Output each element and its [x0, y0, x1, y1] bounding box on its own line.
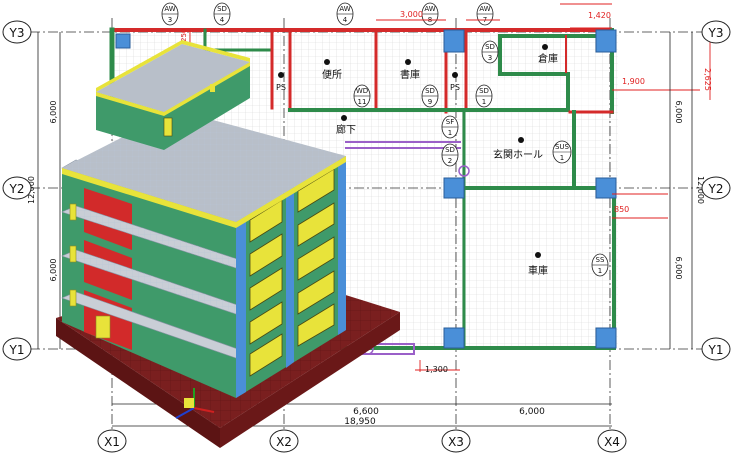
dim-total-y-right: 12,000 [696, 176, 705, 204]
door-tag: AW 3 [161, 2, 179, 26]
grid-bubbles-y: Y3 Y2 Y1 Y3 Y2 Y1 [2, 20, 731, 361]
svg-text:AW: AW [339, 5, 350, 13]
svg-text:9: 9 [428, 98, 432, 106]
svg-text:11: 11 [358, 98, 367, 106]
penthouse-parapet [164, 62, 250, 116]
svg-text:WD: WD [356, 87, 368, 95]
svg-text:SD: SD [217, 5, 227, 13]
room-label: 倉庫 [538, 52, 558, 65]
grid-label-y: Y1 [9, 343, 25, 357]
grid-bubbles-x: X1 X2 X3 X4 [97, 429, 627, 453]
axis-gizmo-icon [175, 388, 215, 419]
door-tag: SD 3 [481, 40, 499, 64]
grid-label-x: X1 [104, 435, 120, 449]
door-tag: AW 4 [336, 2, 354, 26]
balcony-slab-grid [62, 206, 246, 314]
foundation-side-right [220, 312, 400, 448]
dim-total-y-left: 12,000 [27, 176, 36, 204]
room-labels: 便所 書庫 倉庫 廊下 玄関ホール 車庫 PS PS [276, 44, 558, 277]
grid-label-x: X4 [604, 435, 620, 449]
svg-text:AW: AW [479, 5, 490, 13]
svg-text:SF: SF [446, 118, 454, 126]
svg-text:1,900: 1,900 [622, 77, 645, 86]
door-tag: SUS 1 [552, 140, 572, 164]
door-tag: WD 11 [353, 84, 371, 108]
svg-text:AW: AW [164, 5, 175, 13]
grid-label-y: Y3 [9, 26, 25, 40]
door-tags: AW 3 SD 4 AW 4 AW 8 [161, 2, 609, 277]
yellow-panels [69, 203, 111, 339]
dim-span-y-left: 6,000 [49, 259, 58, 282]
dim-total-x: 18,950 [344, 417, 376, 427]
svg-text:3,000: 3,000 [400, 10, 423, 19]
svg-text:3: 3 [168, 16, 172, 24]
svg-text:4: 4 [343, 16, 348, 24]
dim-span-x: 6,600 [353, 407, 379, 417]
grid-label-y: Y2 [9, 182, 25, 196]
grid-label-y: Y3 [708, 26, 724, 40]
penthouse-front [96, 92, 164, 150]
svg-text:SD: SD [445, 146, 455, 154]
svg-text:SD: SD [479, 87, 489, 95]
red-dimension-lines [189, 3, 711, 372]
svg-text:2: 2 [448, 157, 452, 165]
door-tag: AW 8 [421, 2, 439, 26]
grid-label-y: Y2 [708, 182, 724, 196]
door-tag: AW 7 [476, 2, 494, 26]
room-label: 廊下 [336, 123, 356, 136]
grid-label-x: X3 [448, 435, 464, 449]
dim-text: 1,420 [588, 11, 611, 20]
svg-text:1: 1 [482, 98, 486, 106]
door-tag: SD 2 [441, 143, 459, 167]
svg-text:SD: SD [485, 43, 495, 51]
svg-text:SD: SD [425, 87, 435, 95]
svg-text:1: 1 [560, 154, 564, 162]
dim-text: 1,300 [425, 365, 448, 374]
red-dimension-text: 3,000 2,625 1,900 850 250 [180, 10, 712, 214]
room-label: PS [450, 83, 460, 92]
svg-text:1: 1 [598, 267, 602, 275]
svg-text:850: 850 [614, 205, 629, 214]
room-label: 車庫 [528, 264, 548, 277]
parapet-right [236, 156, 346, 228]
door-tag: SF 1 [441, 115, 459, 139]
section-marker [458, 165, 470, 177]
windows [249, 168, 335, 377]
building-3d-model[interactable] [56, 40, 400, 448]
room-label: 玄関ホール [493, 148, 543, 161]
room-label: 便所 [322, 68, 342, 81]
penthouse-parapet [96, 92, 164, 116]
columns [115, 29, 617, 349]
svg-text:250: 250 [180, 29, 188, 42]
door-tag: SS 1 [591, 253, 609, 277]
dim-span-y-left: 6,000 [49, 101, 58, 124]
dim-span-y-right: 6,000 [674, 257, 683, 280]
door-tag: SD 9 [421, 84, 439, 108]
parapet-left [62, 168, 236, 228]
door-tag: SD 1 [475, 84, 493, 108]
room-label: PS [276, 83, 286, 92]
grid-label-x: X2 [276, 435, 292, 449]
penthouse-vent [210, 84, 215, 92]
grid-label-y: Y1 [708, 343, 724, 357]
svg-text:2,625: 2,625 [703, 68, 712, 91]
svg-text:SS: SS [596, 256, 605, 264]
penthouse-roof [96, 44, 250, 112]
svg-text:4: 4 [220, 16, 225, 24]
svg-text:3: 3 [488, 54, 492, 62]
dim-span-y-right: 6,000 [674, 101, 683, 124]
svg-text:1: 1 [448, 129, 452, 137]
dim-span-x: 6,000 [519, 407, 545, 417]
door-tag: SD 4 [213, 2, 231, 26]
svg-text:SUS: SUS [555, 143, 570, 151]
room-label: 書庫 [400, 68, 420, 81]
penthouse-door [163, 117, 173, 137]
svg-text:AW: AW [424, 5, 435, 13]
penthouse-side [164, 62, 250, 150]
pilasters [236, 156, 346, 398]
